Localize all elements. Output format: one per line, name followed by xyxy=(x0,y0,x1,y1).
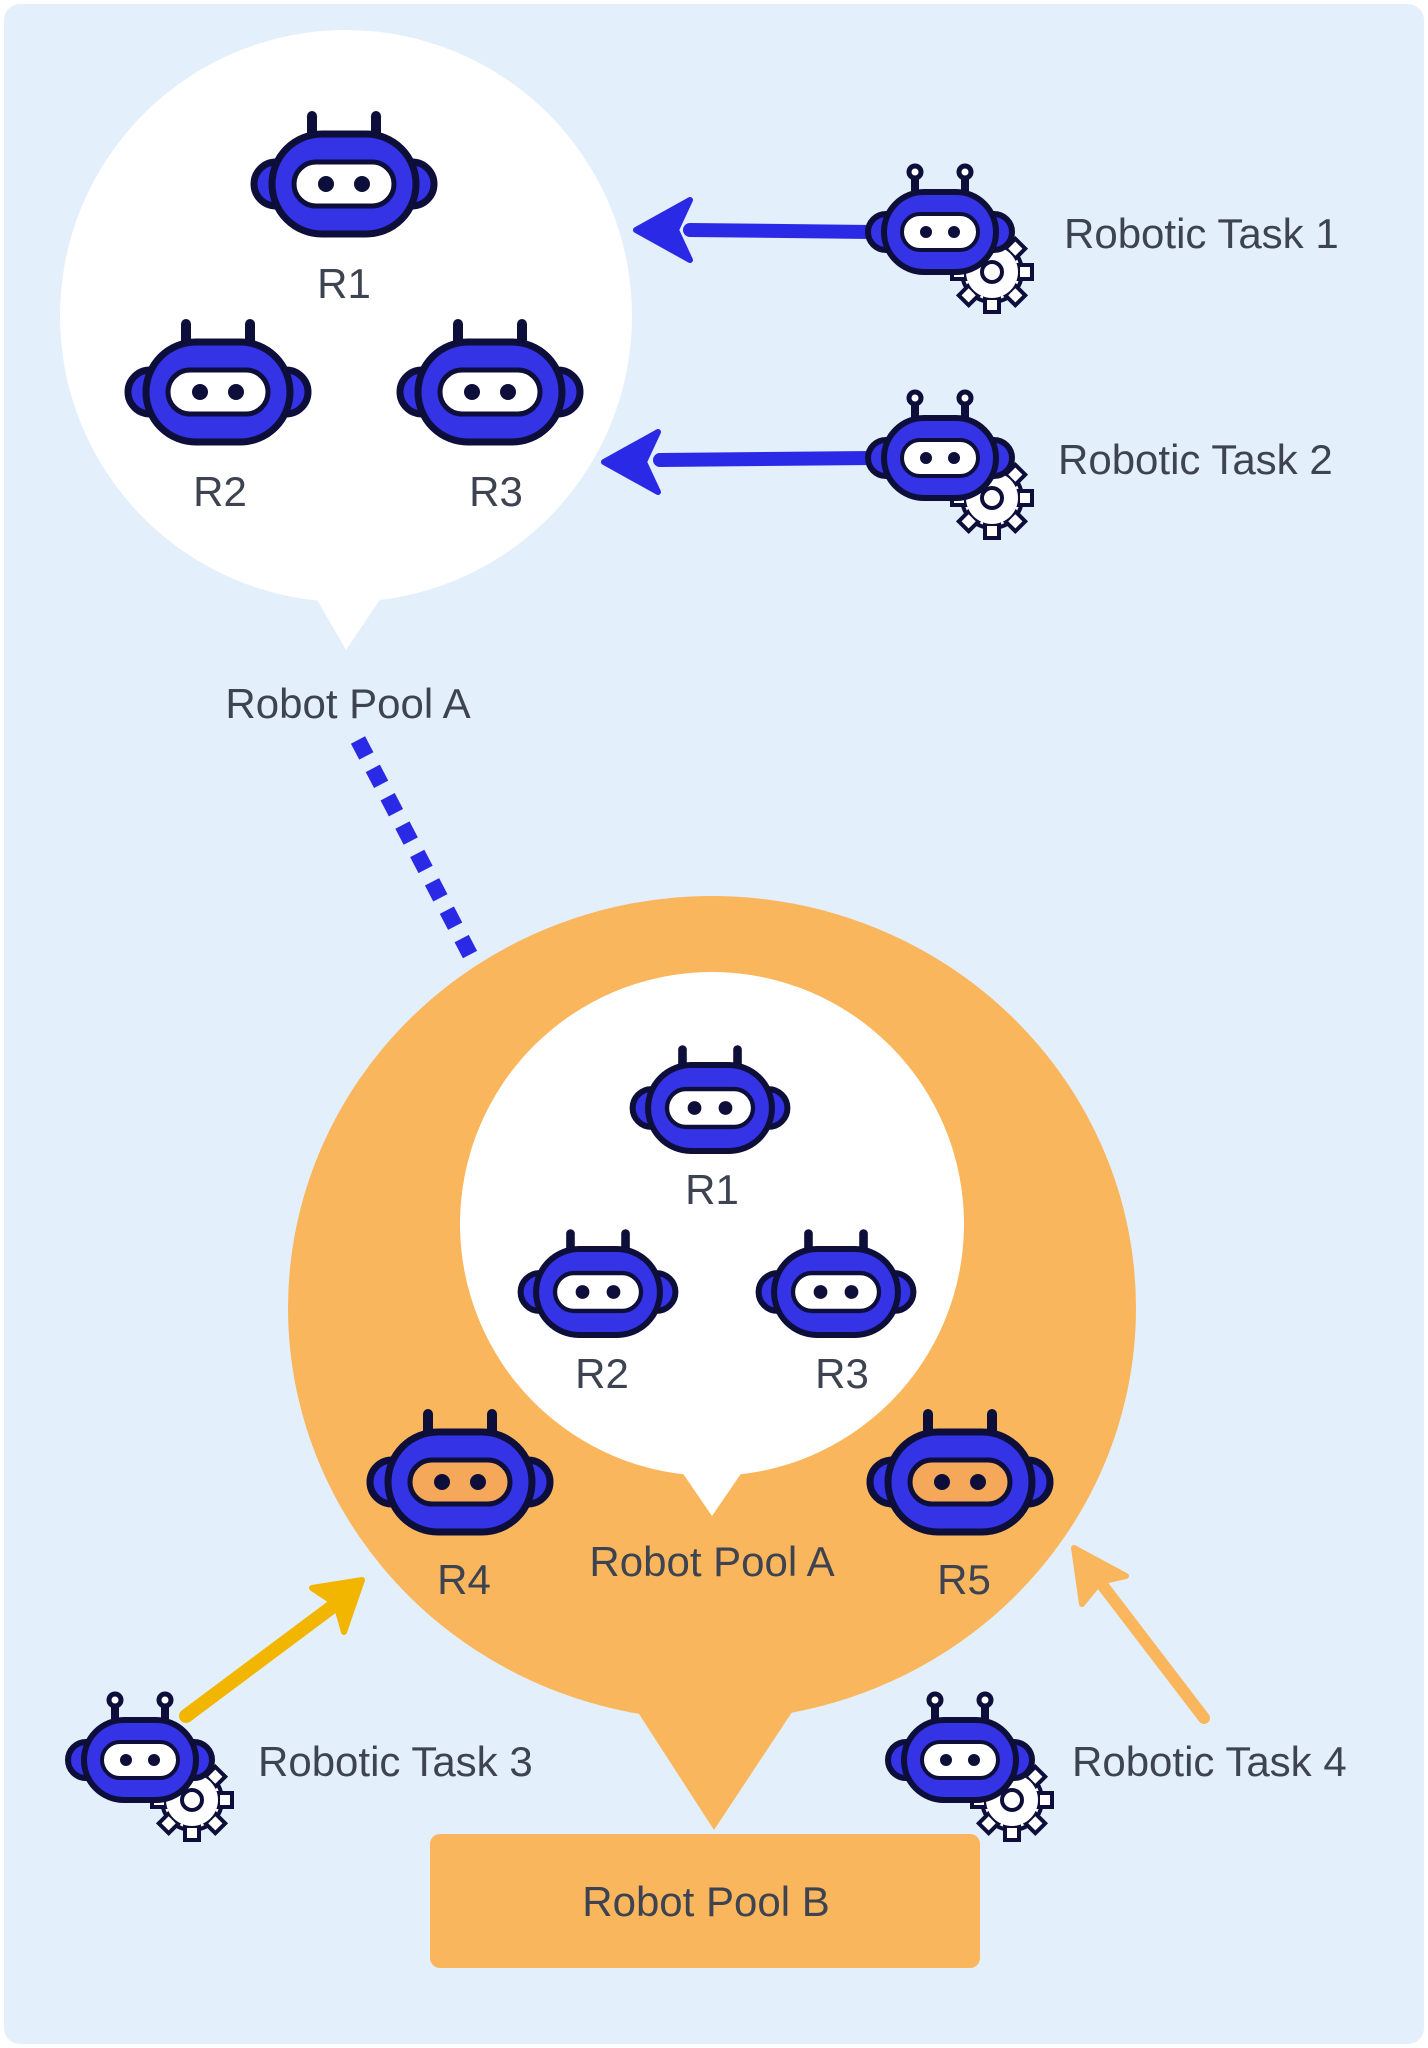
pool-a-top-label: Robot Pool A xyxy=(225,680,470,727)
task-2: Robotic Task 2 xyxy=(601,392,1333,538)
task-4-label: Robotic Task 4 xyxy=(1072,1738,1347,1785)
robot-label: R2 xyxy=(193,468,247,515)
pool-b-label-box: Robot Pool B xyxy=(430,1834,980,1968)
task-2-label: Robotic Task 2 xyxy=(1058,436,1333,483)
task-3-arrowhead xyxy=(309,1577,365,1635)
task-1-arrowhead xyxy=(633,197,693,263)
task-3: Robotic Task 3 xyxy=(68,1577,533,1840)
pool-b-inner-robot-r1: R1 xyxy=(633,1050,788,1213)
robot-label: R3 xyxy=(815,1350,869,1397)
pool-b-robot-r4: R4 xyxy=(370,1414,550,1603)
pool-a-top-robot-r3: R3 xyxy=(400,324,580,515)
task-4-arrowhead xyxy=(1071,1545,1129,1607)
robot-label: R5 xyxy=(937,1556,991,1603)
pool-b-inner-robot-r3: R3 xyxy=(759,1234,914,1397)
task-1-arrow-shaft xyxy=(683,223,879,239)
pool-b-label: Robot Pool B xyxy=(582,1878,830,1925)
robot-label: R1 xyxy=(685,1166,739,1213)
pool-a-inner-bubble xyxy=(460,972,964,1516)
task-2-arrowhead xyxy=(601,429,661,495)
robot-label: R3 xyxy=(469,468,523,515)
task-3-arrow-shaft xyxy=(179,1597,343,1723)
pool-b-inner-robot-r2: R2 xyxy=(521,1234,676,1397)
robot-label: R1 xyxy=(317,260,371,307)
pool-a-top-robot-r2: R2 xyxy=(128,324,308,515)
task-1-label: Robotic Task 1 xyxy=(1064,210,1339,257)
robot-label: R2 xyxy=(575,1350,629,1397)
task-3-label: Robotic Task 3 xyxy=(258,1738,533,1785)
pool-a-top-bubble xyxy=(60,30,632,650)
pool-b-robot-r5: R5 xyxy=(870,1414,1050,1603)
pool-a-inner-label: Robot Pool A xyxy=(589,1538,834,1585)
robot-label: R4 xyxy=(437,1556,491,1603)
pool-a-top-robot-r1: R1 xyxy=(254,116,434,307)
task-4-arrow-shaft xyxy=(1094,1576,1210,1724)
task-1: Robotic Task 1 xyxy=(633,166,1339,312)
task-4: Robotic Task 4 xyxy=(888,1545,1347,1840)
task-2-arrow-shaft xyxy=(653,451,879,467)
